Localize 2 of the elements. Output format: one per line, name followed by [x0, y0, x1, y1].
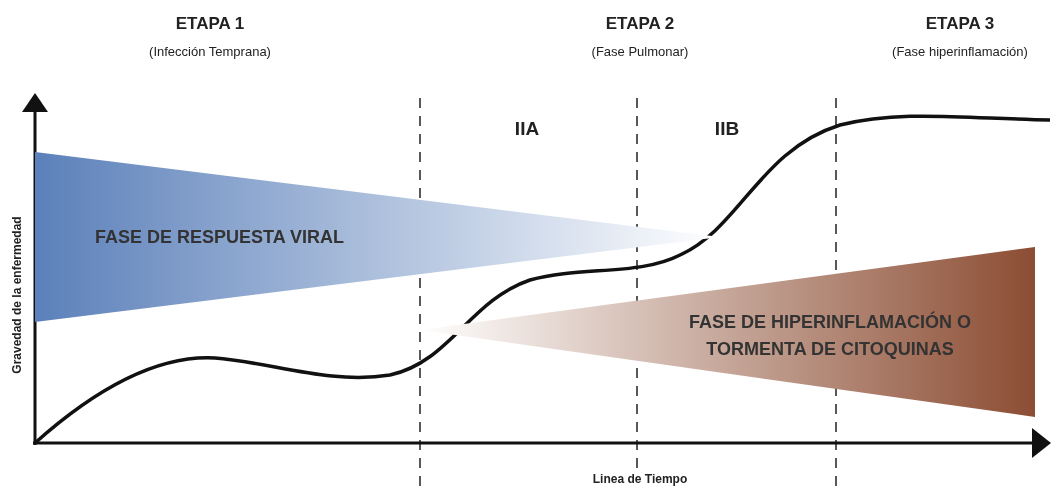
phase-label: FASE DE HIPERINFLAMACIÓN O TORMENTA DE CITOQUINAS — [688, 310, 972, 361]
phase-label: FASE DE RESPUESTA VIRAL — [95, 226, 346, 249]
